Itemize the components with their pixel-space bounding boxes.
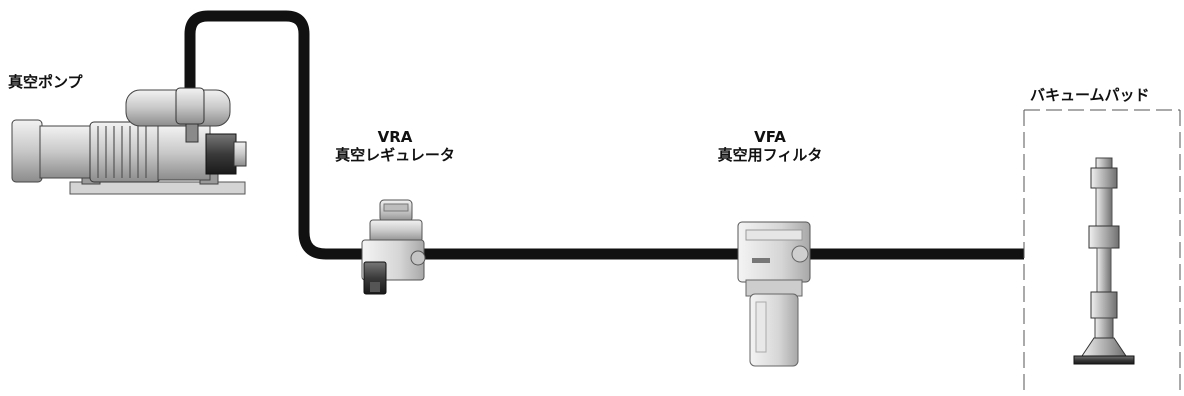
regulator-model-label: VRA — [377, 128, 413, 146]
filter-model-label: VFA — [754, 128, 786, 146]
pump-label: 真空ポンプ — [8, 73, 83, 91]
vacuum-pipe — [184, 10, 1024, 260]
regulator-name-label: 真空レギュレータ — [335, 146, 455, 164]
pad-label: バキュームパッド — [1030, 86, 1150, 104]
vacuum-pad-icon — [1073, 157, 1135, 365]
vacuum-regulator-icon — [361, 199, 426, 295]
vacuum-pad-enclosure — [1023, 109, 1181, 396]
vacuum-filter-icon — [737, 221, 811, 367]
filter-label: VFA 真空用フィルタ — [680, 128, 860, 164]
vacuum-pump-icon — [11, 87, 247, 195]
regulator-label: VRA 真空レギュレータ — [300, 128, 490, 164]
filter-name-label: 真空用フィルタ — [717, 146, 823, 164]
